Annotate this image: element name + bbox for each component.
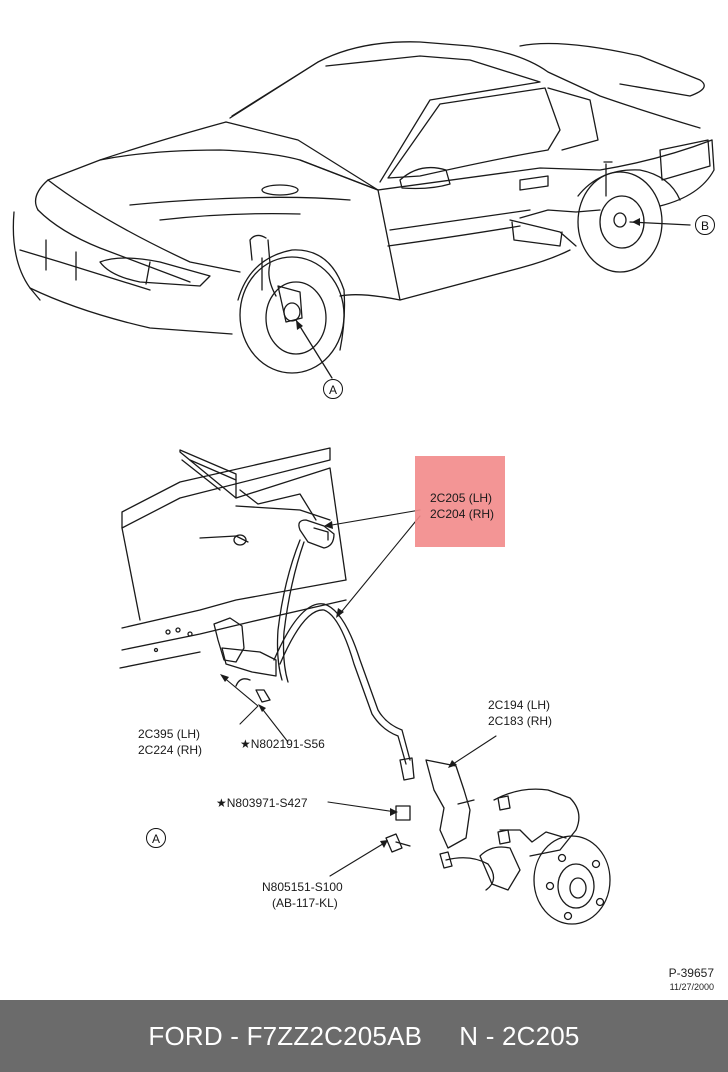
reference-date: 11/27/2000 bbox=[669, 982, 714, 992]
car-illustration bbox=[12, 41, 715, 379]
part-label-sensor-lh: 2C205 (LH) bbox=[430, 491, 493, 505]
footer-bar: FORD - F7ZZ2C205AB N - 2C205 bbox=[0, 1000, 728, 1072]
part-label-bolt-n803971: ★N803971-S427 bbox=[216, 796, 308, 810]
callout-b-top: B bbox=[695, 215, 715, 235]
part-label-bolt-n802191: ★N802191-S56 bbox=[240, 737, 325, 751]
callout-a-detail: A bbox=[146, 828, 166, 848]
callout-a-top: A bbox=[323, 379, 343, 399]
part-highlight bbox=[415, 456, 505, 547]
detail-view-a bbox=[119, 447, 611, 925]
part-label-bolt-n805151: N805151-S100 bbox=[262, 880, 343, 894]
part-label-clip-rh: 2C224 (RH) bbox=[138, 743, 203, 757]
leader-lines bbox=[221, 509, 497, 877]
part-label-sensor-rh: 2C204 (RH) bbox=[430, 507, 495, 521]
part-label-clip-lh: 2C395 (LH) bbox=[138, 727, 201, 741]
footer-text: FORD - F7ZZ2C205AB N - 2C205 bbox=[148, 1020, 580, 1051]
reference-code: P-39657 bbox=[668, 966, 714, 980]
part-label-bracket-lh: 2C194 (LH) bbox=[488, 698, 551, 712]
arrowheads bbox=[220, 218, 640, 848]
part-label-bolt-spec: (AB-117-KL) bbox=[272, 896, 338, 910]
diagram-artwork bbox=[12, 41, 715, 925]
part-label-bracket-rh: 2C183 (RH) bbox=[488, 714, 553, 728]
